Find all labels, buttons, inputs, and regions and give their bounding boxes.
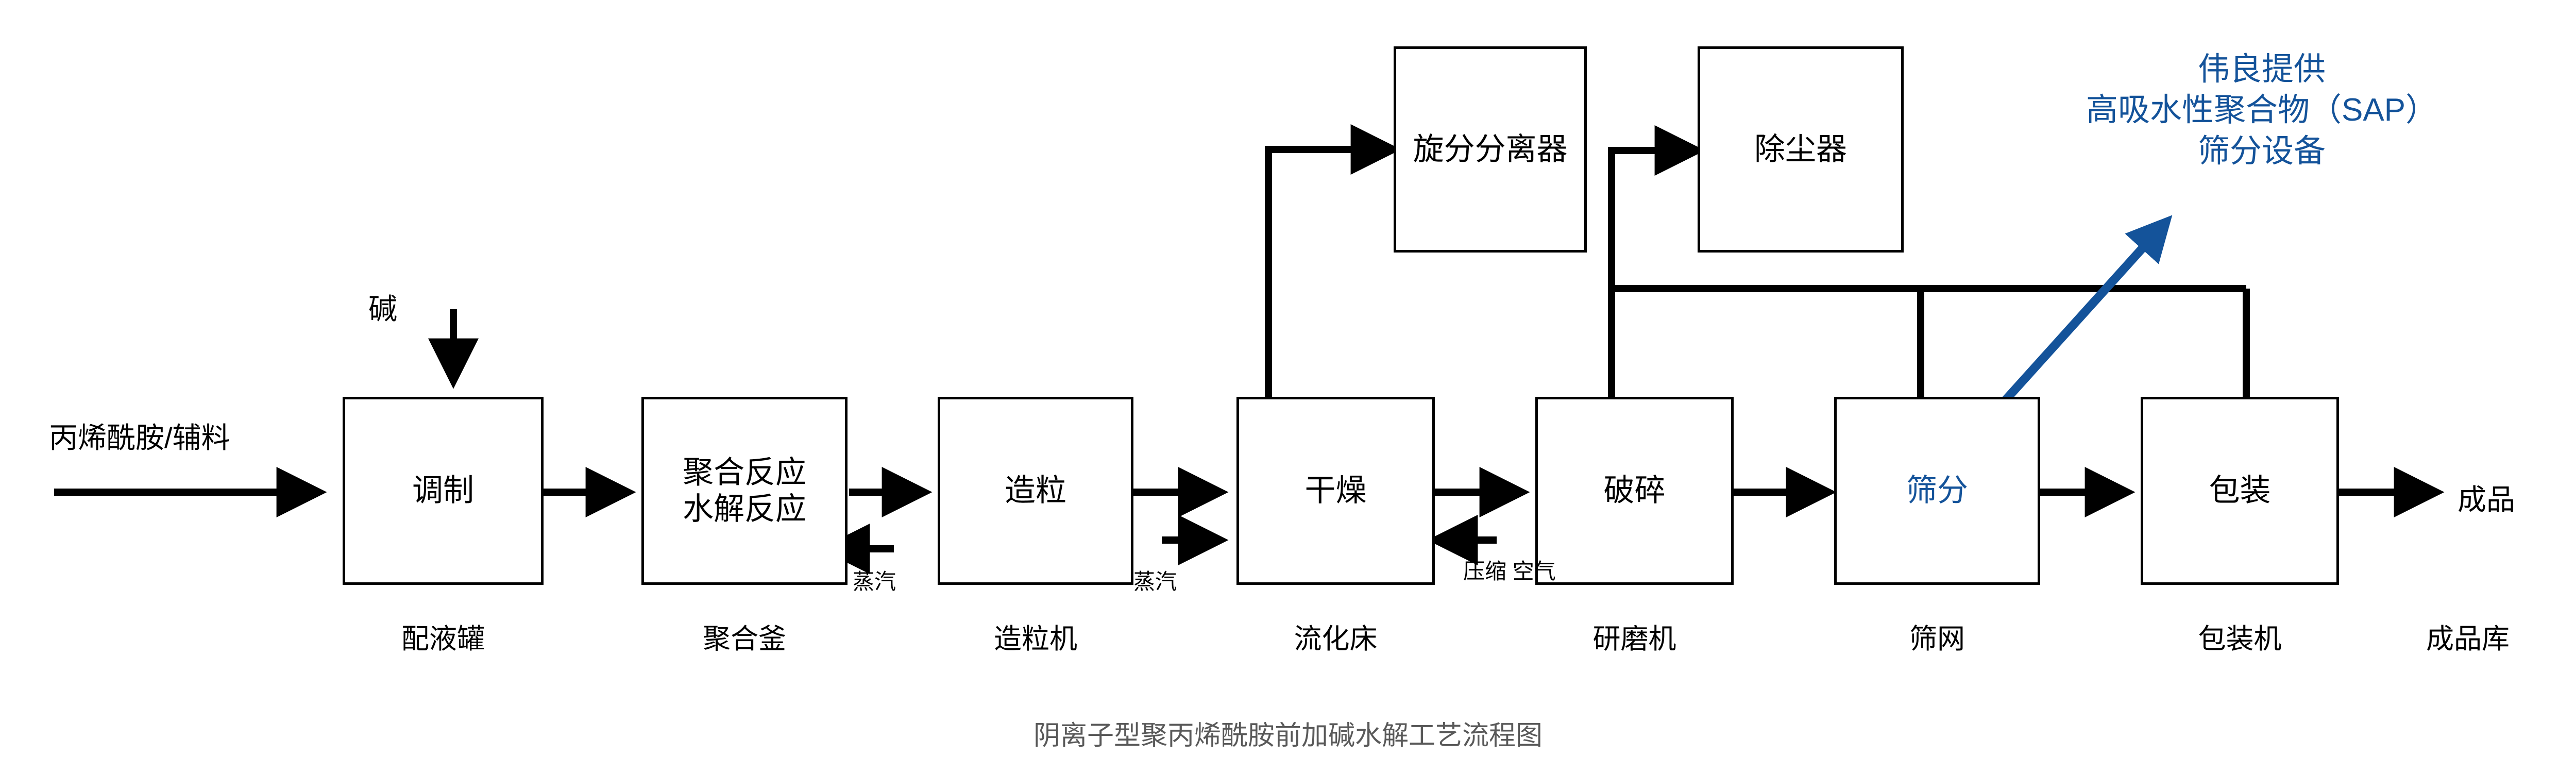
caption-tiaozhi: 配液罐 (401, 624, 485, 654)
stream-label-steam-dryer: 蒸汽 (1133, 569, 1177, 594)
node-label-dustcollector: 除尘器 (1754, 131, 1847, 166)
node-label-baozhuang: 包装 (2209, 473, 2271, 508)
node-box-baozhuang[interactable]: 包装 (2141, 397, 2339, 585)
stream-label-steam-polymer: 蒸汽 (853, 569, 896, 594)
node-label-ganzao: 干燥 (1304, 473, 1367, 508)
compressed-air-line2: 空气 (1512, 559, 1556, 583)
caption-juhe: 聚合釜 (703, 624, 786, 654)
node-label-shaifen: 筛分 (1906, 473, 1968, 508)
caption-posui: 研磨机 (1592, 624, 1676, 654)
node-box-cyclone[interactable]: 旋分分离器 (1394, 46, 1587, 253)
caption-shaifen: 筛网 (1909, 624, 1965, 654)
diagram-title: 阴离子型聚丙烯酰胺前加碱水解工艺流程图 (1033, 721, 1543, 751)
stream-label-compressed-air: 压缩 空气 (1463, 559, 1556, 584)
node-label-juhe-line2: 水解反应 (683, 491, 806, 526)
line-ganzao-to-cyclone (1265, 124, 1401, 397)
stream-label-product: 成品 (2458, 483, 2515, 516)
caption-zaoli: 造粒机 (994, 624, 1077, 654)
annotation-line-2: 高吸水性聚合物（SAP） (2086, 92, 2438, 128)
node-label-posui: 破碎 (1603, 473, 1666, 508)
node-label-cyclone: 旋分分离器 (1413, 131, 1568, 166)
caption-product-warehouse: 成品库 (2426, 624, 2510, 654)
node-box-ganzao[interactable]: 干燥 (1236, 397, 1435, 585)
node-label-juhe-line1: 聚合反应 (683, 455, 806, 490)
line-posui-to-dustcollector (1608, 125, 1705, 397)
node-box-tiaozhi[interactable]: 调制 (343, 397, 544, 585)
node-box-shaifen[interactable]: 筛分 (1834, 397, 2040, 585)
compressed-air-line1: 压缩 (1463, 559, 1507, 583)
node-label-zaoli: 造粒 (1005, 473, 1066, 508)
node-label-tiaozhi: 调制 (412, 473, 474, 508)
annotation-line-3: 筛分设备 (2197, 133, 2326, 169)
node-box-juhe[interactable]: 聚合反应 水解反应 (641, 397, 848, 585)
stream-label-feed: 丙烯酰胺/辅料 (49, 422, 230, 454)
caption-ganzao: 流化床 (1294, 624, 1378, 654)
stream-label-alkali: 碱 (368, 293, 397, 325)
supplier-annotation: 伟良提供 高吸水性聚合物（SAP） 筛分设备 (1999, 49, 2524, 172)
node-box-dustcollector[interactable]: 除尘器 (1698, 46, 1904, 253)
node-box-zaoli[interactable]: 造粒 (938, 397, 1133, 585)
caption-baozhuang: 包装机 (2198, 624, 2282, 654)
node-box-posui[interactable]: 破碎 (1535, 397, 1734, 585)
annotation-line-1: 伟良提供 (2197, 52, 2326, 87)
